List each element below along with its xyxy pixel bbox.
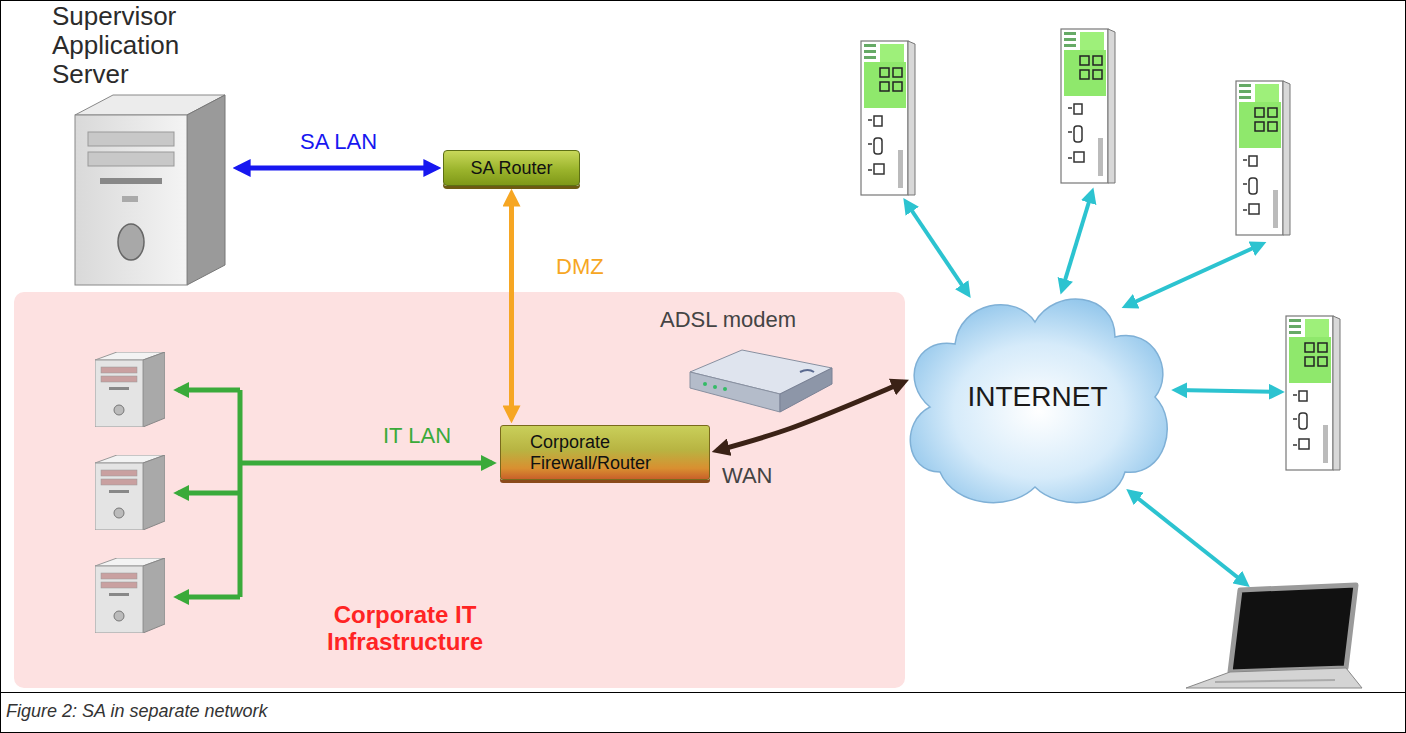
modem-node: ADSL modem xyxy=(655,308,845,413)
node-text: ADSL modem xyxy=(655,308,845,333)
internet-cloud: INTERNET xyxy=(900,282,1175,512)
node-text: SA Router xyxy=(470,158,552,178)
server-tower-part xyxy=(88,132,174,146)
field-devices-part xyxy=(1286,316,1340,470)
adsl-modem-picture xyxy=(690,350,832,412)
it-workstations-part xyxy=(95,455,165,530)
cloud-shape xyxy=(910,299,1167,503)
link-arrow xyxy=(717,382,904,451)
internet-links-part xyxy=(1126,244,1262,306)
corporate-region-ground xyxy=(14,292,905,688)
node-text: INTERNET xyxy=(968,381,1108,412)
corporate-region: Corporate IT Infrastructure ADSL modemCor… xyxy=(14,292,905,688)
node-text: Corporate Firewall/Router xyxy=(530,432,680,472)
adsl-modem-picture-part xyxy=(723,387,727,391)
laptop-part xyxy=(1230,585,1356,672)
adsl-modem-picture-part xyxy=(780,368,832,412)
it-lan-wiring xyxy=(178,390,492,597)
laptop-part xyxy=(1186,668,1362,688)
figure-caption: Figure 2: SA in separate network xyxy=(6,701,267,721)
link-label: WAN xyxy=(722,464,773,489)
adsl-modem-picture-part xyxy=(713,385,717,389)
internet-links-part xyxy=(1176,390,1280,392)
corporate-region-ground-part xyxy=(14,292,905,688)
internet-links-part xyxy=(906,202,968,294)
link-label: SA LAN xyxy=(300,130,377,155)
it-lan-wiring-part xyxy=(178,388,240,393)
it-workstations-part xyxy=(95,352,165,427)
laptop-part xyxy=(1215,680,1335,682)
adsl-modem-picture-part xyxy=(800,370,814,372)
internet-links-part xyxy=(1130,492,1246,584)
server-tower-part xyxy=(100,178,162,184)
adsl-modem-picture-part xyxy=(690,372,780,412)
internet-links xyxy=(906,192,1280,584)
firewall-box: Corporate Firewall/Router xyxy=(500,425,710,480)
field-devices-part xyxy=(861,41,915,195)
laptop xyxy=(1186,585,1362,688)
server-tower-part xyxy=(75,115,187,285)
server-tower-part xyxy=(122,196,138,202)
server-node: Supervisor Application Server xyxy=(52,2,252,287)
it-workstations xyxy=(95,352,165,633)
link-arrow xyxy=(238,166,436,171)
internet-links-part xyxy=(1062,192,1092,290)
node-text: Corporate IT Infrastructure xyxy=(300,602,510,656)
it-lan-wiring-part xyxy=(178,491,240,496)
server-tower-part xyxy=(88,152,174,166)
field-devices-part xyxy=(1236,81,1290,235)
server-tower-part xyxy=(187,95,225,285)
figure-frame-part xyxy=(0,692,1406,693)
it-workstations-part xyxy=(95,558,165,633)
node-text: Supervisor Application Server xyxy=(52,2,237,89)
link-label: DMZ xyxy=(556,255,604,280)
adsl-modem-picture-part xyxy=(703,382,707,386)
it-lan-wiring-part xyxy=(178,595,240,600)
server-tower-part xyxy=(118,224,144,260)
it-lan-wiring-part xyxy=(240,461,492,466)
field-devices-part xyxy=(1061,29,1115,183)
router-box: SA Router xyxy=(443,150,580,186)
server-tower xyxy=(75,95,225,285)
link-arrow xyxy=(509,194,514,418)
network-label: IT LAN xyxy=(383,424,451,449)
